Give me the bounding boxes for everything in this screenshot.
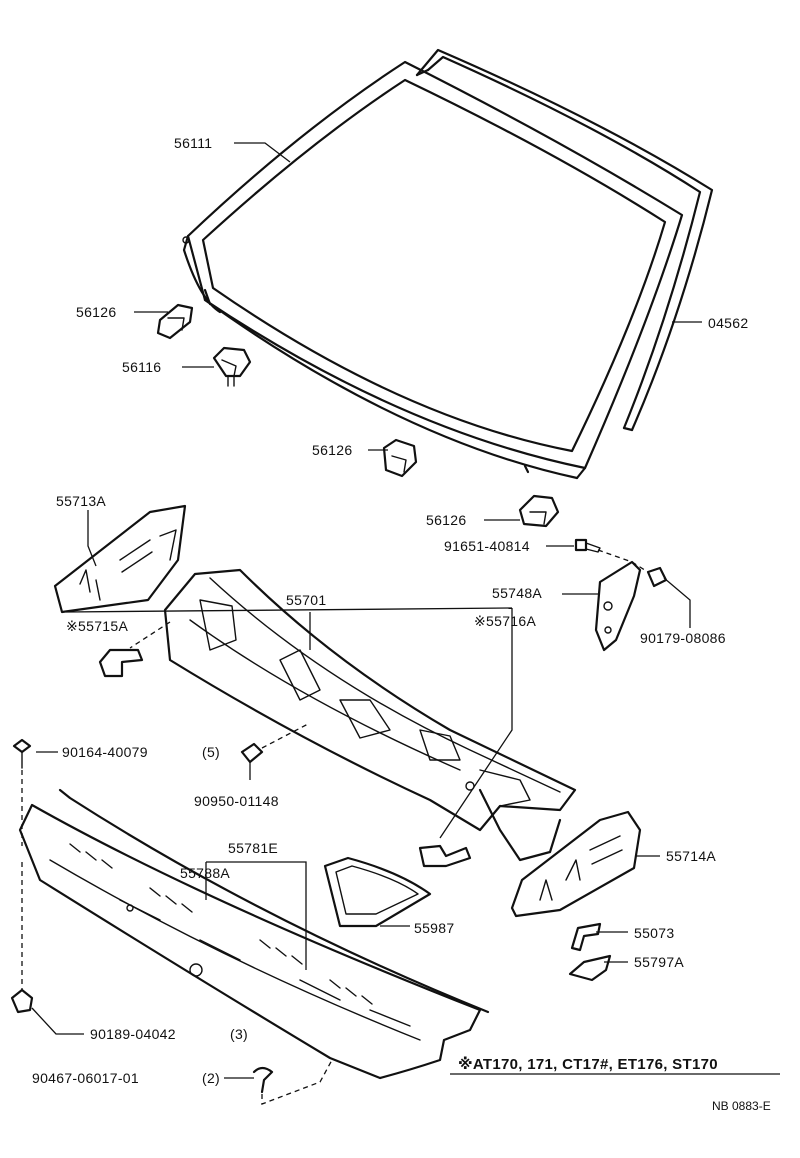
label-56116: 56116 xyxy=(122,359,161,375)
dashed-connectors xyxy=(21,549,649,1105)
label-90164-qty: (5) xyxy=(202,744,220,760)
label-04562: 04562 xyxy=(708,315,748,331)
label-55701: 55701 xyxy=(286,592,326,608)
label-55073: 55073 xyxy=(634,925,674,941)
pad-55797a xyxy=(568,954,612,982)
label-56126-b: 56126 xyxy=(312,442,352,458)
label-55713a: 55713A xyxy=(56,493,106,509)
screw-90164 xyxy=(12,738,32,769)
label-55781e: 55781E xyxy=(228,840,278,856)
label-55716a: ※55716A xyxy=(474,613,536,629)
label-55714a: 55714A xyxy=(666,848,716,864)
label-91651: 91651-40814 xyxy=(444,538,530,554)
label-56126-c: 56126 xyxy=(426,512,466,528)
label-90467-qty: (2) xyxy=(202,1070,220,1086)
label-90164: 90164-40079 xyxy=(62,744,148,760)
illustration-code: NB 0883-E xyxy=(712,1099,771,1113)
label-55788a: 55788A xyxy=(180,865,230,881)
label-90179: 90179-08086 xyxy=(640,630,726,646)
label-56111: 56111 xyxy=(174,135,212,151)
clip-56126-b xyxy=(382,438,418,478)
bracket-55748a xyxy=(594,560,642,652)
clip-90467 xyxy=(252,1066,274,1094)
applicability-note: ※AT170, 171, CT17#, ET176, ST170 xyxy=(458,1055,718,1073)
label-56126-a: 56126 xyxy=(76,304,116,320)
cowl-louver xyxy=(18,788,490,1080)
side-panel-55714a xyxy=(510,810,642,918)
clip-55073 xyxy=(570,922,602,952)
side-panel-55713a xyxy=(53,504,187,614)
clip-56126-a xyxy=(156,303,194,340)
grommet-90950 xyxy=(240,742,264,764)
clip-56126-c xyxy=(518,494,560,528)
clip-56116 xyxy=(212,346,252,387)
nut-90189 xyxy=(10,988,34,1014)
label-55987: 55987 xyxy=(414,920,454,936)
windshield-moulding xyxy=(415,48,714,432)
leader-lines xyxy=(31,142,702,1079)
seal-55716a xyxy=(418,844,472,868)
seal-55715a xyxy=(98,648,144,678)
windshield-glass xyxy=(182,60,684,480)
label-55797a: 55797A xyxy=(634,954,684,970)
label-55748a: 55748A xyxy=(492,585,542,601)
label-90950: 90950-01148 xyxy=(194,793,279,809)
label-90467: 90467-06017-01 xyxy=(32,1070,139,1086)
label-90189-qty: (3) xyxy=(230,1026,248,1042)
cowl-panel-55701 xyxy=(163,568,577,862)
label-55715a: ※55715A xyxy=(66,618,128,634)
bolt-91651 xyxy=(574,538,601,553)
duct-55987 xyxy=(323,856,432,928)
nut-90179 xyxy=(646,566,668,588)
label-90189: 90189-04042 xyxy=(90,1026,176,1042)
